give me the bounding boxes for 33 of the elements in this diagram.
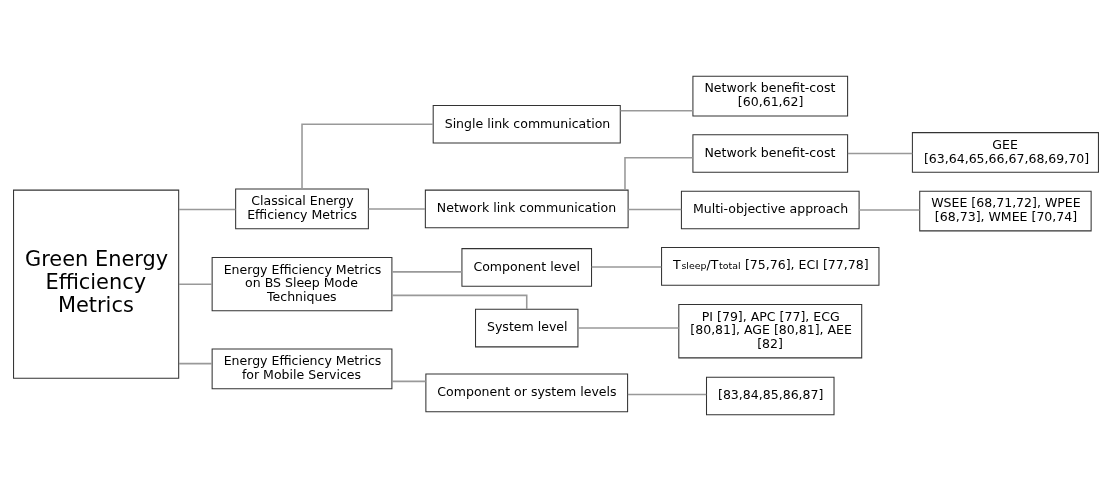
- connector: [391, 294, 528, 310]
- connector: [847, 152, 914, 154]
- node-box: Network benefit-cost: [692, 133, 849, 173]
- node-box: Multi-objective approach: [680, 190, 860, 229]
- node-box: Tsleep/Ttotal [75,76], ECI [77,78]: [661, 246, 880, 286]
- node-box: Energy Efficiency Metrics for Mobile Services: [211, 347, 393, 389]
- node-box: Component or system levels: [425, 373, 629, 412]
- connector: [590, 265, 663, 268]
- connector: [391, 380, 427, 382]
- node-box: Classical Energy Efficiency Metrics: [235, 188, 369, 229]
- connector: [301, 122, 434, 190]
- connector: [178, 282, 213, 285]
- node-box: Network link communication: [424, 189, 629, 228]
- connector: [619, 109, 694, 111]
- connector: [178, 208, 237, 210]
- connector: [178, 362, 213, 364]
- node-box: Single link communication: [432, 104, 621, 144]
- node-box: Network benefit-cost [60,61,62]: [692, 75, 849, 116]
- node-box: GEE [63,64,65,66,67,68,69,70]: [911, 131, 1099, 173]
- node-box: [83,84,85,86,87]: [706, 376, 835, 415]
- node-box: Energy Efficiency Metrics on BS Sleep Mode Techniques: [211, 256, 393, 311]
- connector: [627, 393, 708, 395]
- node-box: PI [79], APC [77], ECG [80,81], AGE [80,81], AEE [82]: [678, 303, 863, 358]
- node-box: Green Energy Efficiency Metrics: [13, 189, 180, 379]
- node-box: WSEE [68,71,72], WPEE [68,73], WMEE [70,74]: [919, 190, 1092, 231]
- node-box: Component level: [461, 247, 593, 287]
- connector: [858, 208, 921, 211]
- connector: [624, 156, 694, 191]
- connector: [577, 326, 680, 329]
- connector: [627, 208, 683, 210]
- connector: [391, 270, 463, 273]
- node-box: System level: [475, 308, 579, 347]
- connector: [367, 207, 426, 210]
